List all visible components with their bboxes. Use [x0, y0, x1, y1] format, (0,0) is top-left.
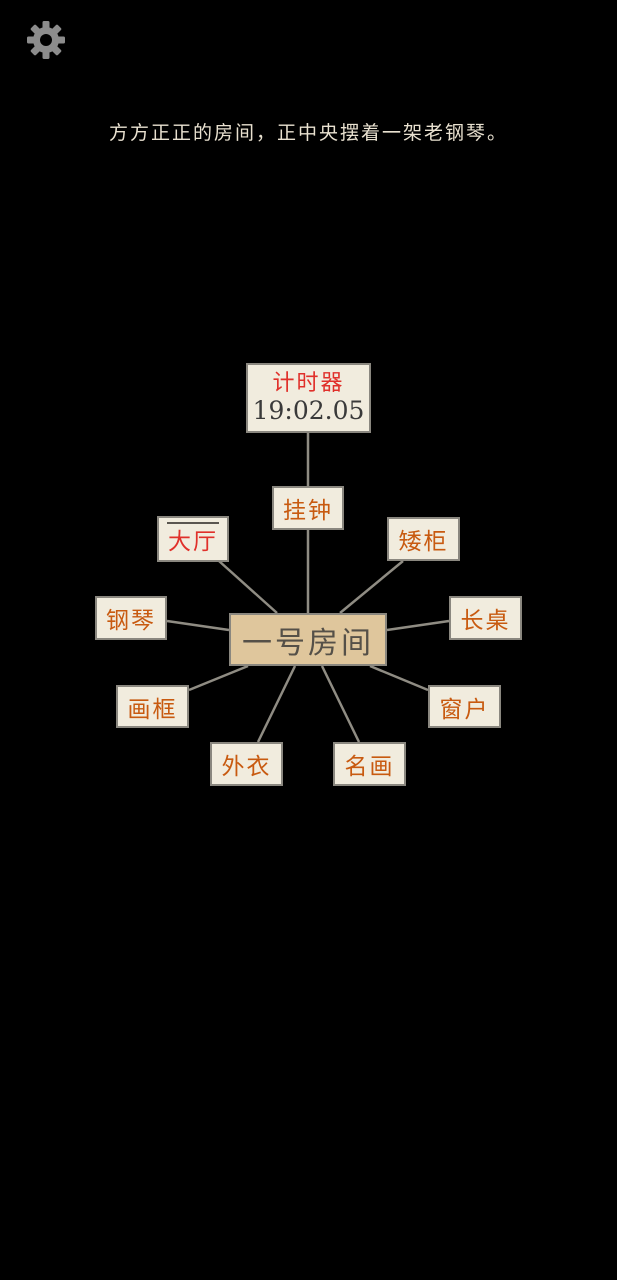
link-frame [188, 664, 249, 692]
node-piano[interactable]: 钢琴 [95, 596, 167, 640]
node-coat[interactable]: 外衣 [210, 742, 283, 786]
link-painting [320, 665, 361, 743]
gear-icon [27, 21, 65, 59]
node-table[interactable]: 长桌 [449, 596, 522, 640]
link-table [386, 619, 450, 632]
current-room[interactable]: 一号房间 [229, 613, 387, 666]
node-hall-label: 大厅 [168, 529, 218, 555]
room-description: 方方正正的房间，正中央摆着一架老钢琴。 [108, 122, 508, 144]
link-coat [256, 665, 297, 743]
timer-panel: 计时器 19:02.05 [246, 363, 371, 433]
node-frame[interactable]: 画框 [116, 685, 189, 728]
node-clock[interactable]: 挂钟 [272, 486, 344, 530]
link-cabinet [339, 560, 404, 614]
node-cabinet[interactable]: 矮柜 [387, 517, 460, 561]
node-window[interactable]: 窗户 [428, 685, 501, 728]
timer-label: 计时器 [272, 371, 345, 396]
node-hall-exit[interactable]: 大厅 [157, 516, 229, 562]
settings-button[interactable] [26, 20, 66, 60]
node-painting[interactable]: 名画 [333, 742, 406, 786]
link-hall [218, 560, 278, 614]
timer-value: 19:02.05 [252, 396, 365, 425]
link-window [369, 664, 429, 692]
exit-marker [167, 522, 219, 524]
link-piano [166, 619, 230, 632]
